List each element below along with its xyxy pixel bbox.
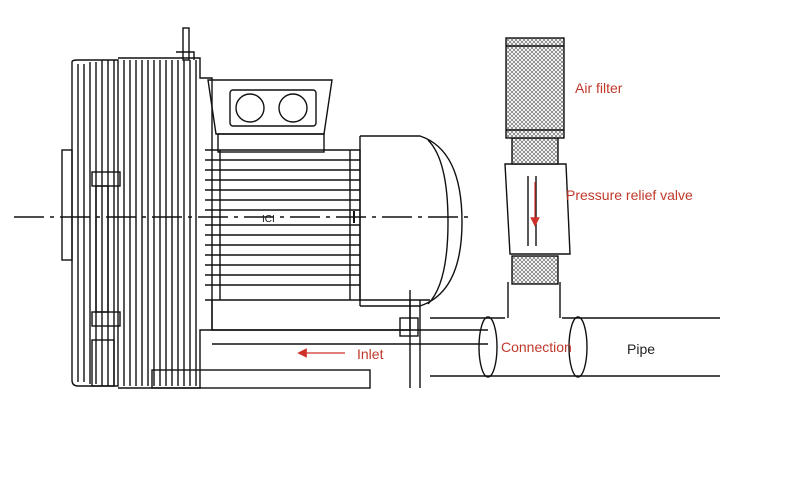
pipe-label: Pipe <box>627 341 655 357</box>
air-filter <box>505 37 565 139</box>
air-filter-label: Air filter <box>575 80 623 96</box>
nameplate-text: ICI <box>262 214 275 225</box>
connection-label: Connection <box>501 339 572 355</box>
pipe-assembly <box>212 282 720 378</box>
blower-housing <box>61 27 213 389</box>
motor <box>151 79 463 389</box>
connection-flange-left <box>478 316 498 378</box>
pressure-relief-valve-label: Pressure relief valve <box>566 187 693 203</box>
connection-flange-right <box>568 316 588 378</box>
pressure-relief-valve <box>504 137 571 285</box>
inlet-label: Inlet <box>357 346 384 362</box>
